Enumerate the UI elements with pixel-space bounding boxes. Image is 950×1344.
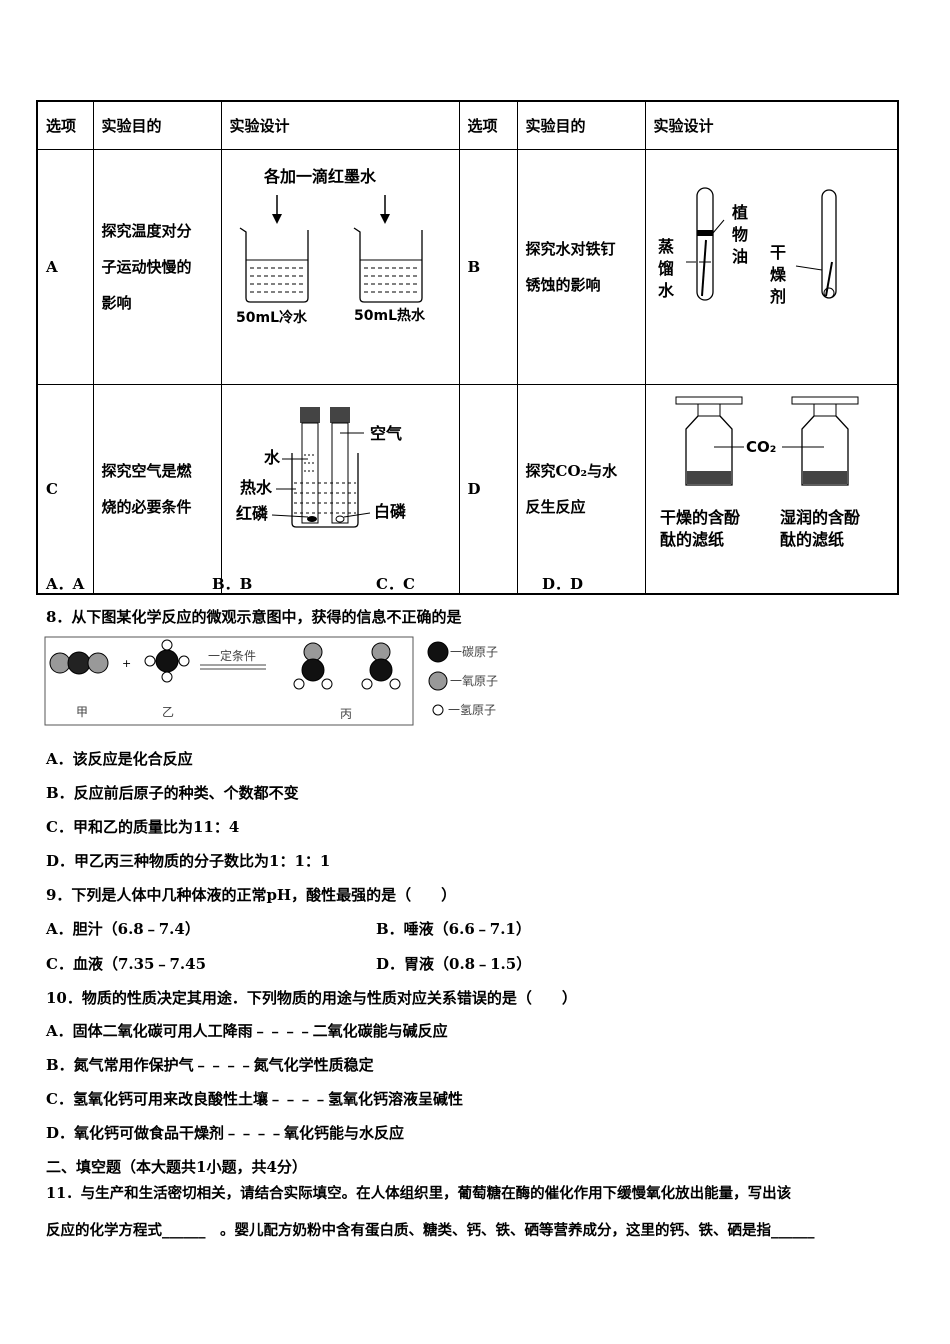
q8-name-jia: 甲 [76, 705, 88, 719]
q7-choice-b: B．B [212, 575, 253, 593]
q8-condition: 一定条件 [208, 648, 256, 663]
figure-d: CO₂ 干燥的含酚 酞的滤纸 湿润的含酚 酞的滤纸 [644, 384, 899, 595]
q10-stem: 10．物质的性质决定其用途．下列物质的用途与性质对应关系错误的是（ ） [46, 989, 577, 1007]
q11-line-2: 反应的化学方程式______ 。婴儿配方奶粉中含有蛋白质、糖类、钙、铁、硒等营养… [46, 1222, 815, 1239]
fig-b-oil-2: 物 [732, 225, 748, 244]
fig-d-right-1: 湿润的含酚 [779, 508, 861, 527]
option-c: C [36, 384, 94, 595]
fig-c-water-label: 水 [264, 448, 281, 467]
fig-d-right-2: 酞的滤纸 [780, 530, 844, 549]
q9-stem: 9．下列是人体中几种体液的正常pH，酸性最强的是（ ） [46, 886, 457, 904]
q8-legend-oxygen: 一氧原子 [450, 674, 498, 688]
q9-option-c: C．血液（7.35﹣7.45 [46, 955, 207, 973]
option-b: B [458, 149, 518, 385]
q10-option-d: D．氧化钙可做食品干燥剂﹣﹣﹣﹣氧化钙能与水反应 [46, 1124, 405, 1142]
fig-c-red-p-label: 红磷 [236, 504, 269, 523]
section-2-heading: 二、填空题（本大题共1小题，共4分） [46, 1158, 307, 1176]
q8-option-b: B．反应前后原子的种类、个数都不变 [46, 784, 299, 802]
header-purpose-left: 实验目的 [92, 100, 222, 150]
fig-c-air-label: 空气 [370, 424, 402, 443]
q8-plus: + [122, 657, 131, 670]
experiment-table: 选项 实验目的 实验设计 选项 实验目的 实验设计 A 探究温度对分 子运动快慢… [36, 100, 899, 595]
q9-option-b: B．唾液（6.6﹣7.1） [376, 920, 531, 938]
q7-choice-a: A．A [46, 575, 85, 593]
fig-b-water-1: 蒸 [658, 237, 674, 256]
q10-option-a: A．固体二氧化碳可用人工降雨﹣﹣﹣﹣二氧化碳能与碱反应 [46, 1022, 448, 1040]
q8-reaction-diagram: + 一定条件 甲 乙 丙 一碳原子 一氧原子 一氢原子 [44, 636, 498, 726]
purpose-b: 探究水对铁钉 锈蚀的影响 [516, 149, 646, 385]
fig-b-dry-1: 干 [770, 243, 786, 262]
header-design-right: 实验设计 [644, 100, 899, 150]
fig-a-cold-label: 50mL冷水 [236, 309, 308, 326]
fig-b-oil-3: 油 [732, 247, 748, 266]
option-d: D [458, 384, 518, 595]
purpose-d: 探究CO₂与水 反生反应 [516, 384, 646, 595]
purpose-a: 探究温度对分 子运动快慢的 影响 [92, 149, 222, 385]
fig-b-dry-2: 燥 [770, 265, 787, 284]
q8-option-c: C．甲和乙的质量比为11：4 [46, 818, 240, 836]
fig-d-left-1: 干燥的含酚 [660, 508, 741, 527]
figure-c: 空气 水 热水 红磷 白磷 [220, 384, 460, 595]
q8-option-d: D．甲乙丙三种物质的分子数比为1：1：1 [46, 852, 331, 870]
q10-option-c: C．氢氧化钙可用来改良酸性土壤﹣﹣﹣﹣氢氧化钙溶液呈碱性 [46, 1090, 463, 1108]
fig-b-oil-1: 植 [731, 203, 748, 222]
q8-legend-carbon: 一碳原子 [450, 645, 498, 659]
q9-option-a: A．胆汁（6.8﹣7.4） [46, 920, 200, 938]
q8-name-yi: 乙 [162, 705, 174, 719]
header-option-left: 选项 [36, 100, 94, 150]
q7-choice-c: C．C [376, 575, 415, 593]
q9-option-d: D．胃液（0.8﹣1.5） [376, 955, 532, 973]
header-design-left: 实验设计 [220, 100, 460, 150]
q10-option-b: B．氮气常用作保护气﹣﹣﹣﹣氮气化学性质稳定 [46, 1056, 374, 1074]
header-purpose-right: 实验目的 [516, 100, 646, 150]
q8-stem: 8．从下图某化学反应的微观示意图中，获得的信息不正确的是 [46, 608, 462, 626]
purpose-c: 探究空气是燃 烧的必要条件 [92, 384, 222, 595]
q8-option-a: A．该反应是化合反应 [46, 750, 193, 768]
q8-name-bing: 丙 [340, 707, 352, 721]
figure-a: 各加一滴红墨水 50mL冷水 50mL热水 [220, 149, 460, 385]
fig-b-dry-3: 剂 [770, 287, 786, 306]
q8-legend-hydrogen: 一氢原子 [448, 702, 496, 717]
fig-a-top-label: 各加一滴红墨水 [263, 167, 377, 186]
fig-d-left-2: 酞的滤纸 [660, 530, 724, 549]
fig-c-white-p-label: 白磷 [374, 502, 407, 521]
fig-c-hot-water-label: 热水 [240, 478, 273, 497]
option-a: A [36, 149, 94, 385]
fig-d-co2-label: CO₂ [746, 438, 776, 456]
figure-b: 植 物 油 蒸 馏 水 干 燥 剂 [644, 149, 899, 385]
fig-b-water-2: 馏 [658, 259, 674, 278]
q11-line-1: 11．与生产和生活密切相关，请结合实际填空。在人体组织里，葡萄糖在酶的催化作用下… [46, 1185, 792, 1202]
header-option-right: 选项 [458, 100, 518, 150]
fig-b-water-3: 水 [658, 281, 675, 300]
q7-choice-d: D．D [542, 575, 584, 593]
fig-a-hot-label: 50mL热水 [354, 307, 426, 324]
